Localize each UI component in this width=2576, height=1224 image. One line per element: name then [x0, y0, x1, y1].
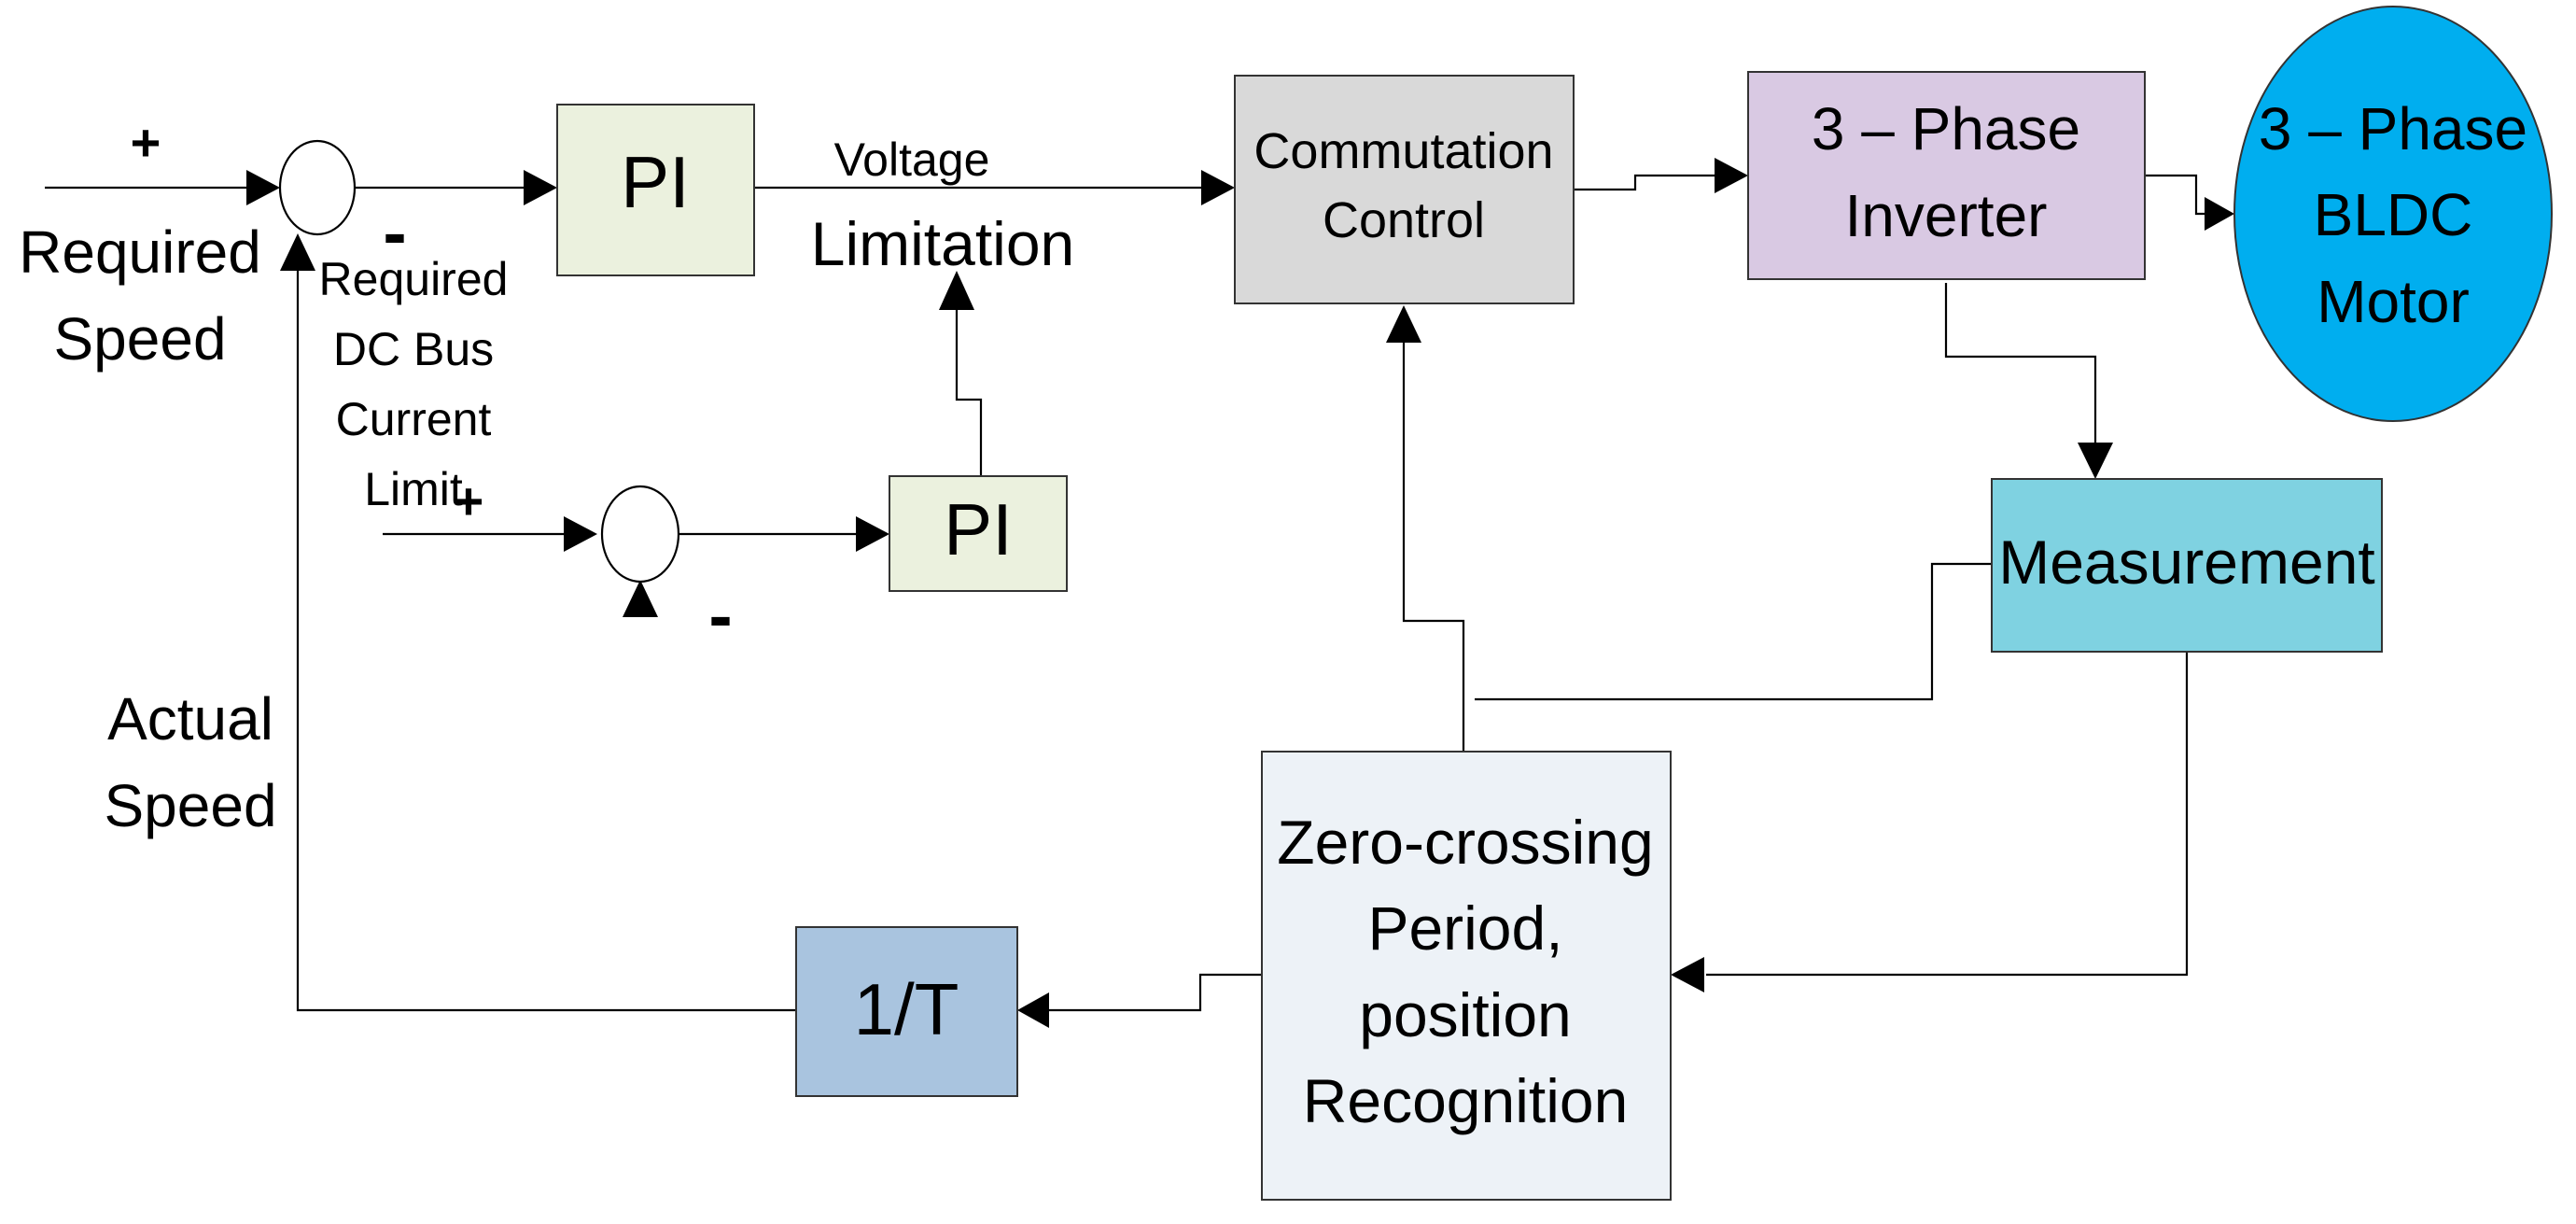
arrowhead-to-voltage-limitation [939, 271, 974, 310]
commutation-label-line2: Control [1323, 192, 1485, 248]
current-minus-sign: - [708, 576, 732, 655]
signal-wires [45, 174, 2210, 1012]
voltage-limitation-label: Voltage Limitation [811, 134, 1074, 278]
zero-crossing-label-line4: Recognition [1303, 1066, 1629, 1135]
actual-speed-label: Actual Speed [104, 685, 276, 839]
arrowhead-to-pi-speed [524, 170, 557, 205]
arrowhead-to-sum2 [564, 516, 597, 552]
wire-inverter-to-motor [2145, 174, 2210, 216]
limitation-line: Limitation [811, 209, 1074, 278]
wire-pi-current-to-limitation [955, 308, 983, 476]
pi-current-label: PI [944, 488, 1013, 570]
zero-crossing-label-line1: Zero-crossing [1277, 808, 1653, 877]
arrowhead-to-pi-current [856, 516, 889, 552]
inv-t-block: 1/T [795, 926, 1018, 1097]
pi-speed-block: PI [556, 104, 755, 276]
motor-label-line3: Motor [2317, 268, 2470, 335]
commutation-box [1234, 75, 1575, 304]
wire-measurement-to-sum2 [1475, 562, 1992, 701]
commutation-control-block: Commutation Control [1234, 75, 1575, 304]
commutation-label-line1: Commutation [1253, 123, 1553, 179]
pi-speed-box [556, 104, 755, 276]
wire-inverter-to-measurement [1944, 283, 2097, 454]
wire-commutation-to-inverter [1574, 174, 1718, 191]
arrowhead-to-commutation-bottom [1386, 305, 1421, 343]
dc-bus-line4: Limit [364, 463, 463, 515]
inverter-block: 3 – Phase Inverter [1747, 71, 2146, 280]
pi-speed-label: PI [621, 141, 690, 223]
current-summing-junction [600, 485, 680, 584]
motor-label-line1: 3 – Phase [2259, 95, 2527, 162]
wire-measurement-to-zero-crossing [1706, 652, 2189, 977]
arrowhead-required-speed [246, 170, 280, 205]
voltage-line: Voltage [834, 134, 990, 186]
required-speed-label: Required Speed [19, 218, 261, 373]
zero-crossing-label-line2: Period, [1367, 893, 1562, 963]
speed-plus-sign: + [131, 113, 161, 172]
wire-zero-crossing-to-commutation [1402, 341, 1465, 752]
measurement-box [1991, 478, 2383, 653]
dc-bus-line1: Required [319, 253, 509, 305]
arrowheads [246, 158, 2234, 1028]
arrowhead-to-motor [2205, 197, 2234, 231]
inverter-label-line2: Inverter [1845, 182, 2048, 249]
pi-current-box [889, 475, 1068, 592]
measurement-label: Measurement [1998, 528, 2375, 597]
wire-zero-crossing-to-inv-t [1045, 973, 1262, 1012]
zero-crossing-block: Zero-crossing Period, position Recogniti… [1261, 751, 1672, 1201]
zero-crossing-label-line3: position [1359, 980, 1572, 1049]
current-plus-sign: + [454, 471, 484, 530]
speed-minus-sign: - [383, 193, 406, 273]
bldc-motor-block: 3 – Phase BLDC Motor [2233, 6, 2553, 422]
arrowhead-sum2-feedback [623, 580, 658, 617]
actual-speed-line2: Speed [104, 772, 276, 839]
dc-bus-line3: Current [336, 393, 492, 445]
measurement-block: Measurement [1991, 478, 2383, 653]
arrowhead-sum1-feedback [280, 233, 315, 271]
inv-t-box [795, 926, 1018, 1097]
arrowhead-to-inv-t [1017, 992, 1049, 1028]
dc-bus-current-limit-label: Required DC Bus Current Limit [319, 253, 509, 515]
inverter-box [1747, 71, 2146, 280]
required-speed-line1: Required [19, 218, 261, 286]
dc-bus-line2: DC Bus [333, 323, 494, 375]
motor-ellipse [2233, 6, 2553, 422]
inverter-label-line1: 3 – Phase [1812, 95, 2080, 162]
arrowhead-to-zero-crossing [1671, 957, 1704, 992]
arrowhead-to-commutation [1201, 170, 1235, 205]
arrowhead-to-inverter [1715, 158, 1748, 193]
pi-current-block: PI [889, 475, 1068, 592]
motor-label-line2: BLDC [2314, 181, 2473, 248]
speed-summing-junction [278, 139, 357, 236]
wire-actual-speed-feedback [296, 269, 796, 1012]
arrowhead-to-measurement [2078, 443, 2113, 479]
actual-speed-line1: Actual [107, 685, 273, 753]
inv-t-label: 1/T [854, 968, 959, 1050]
zero-crossing-box [1261, 751, 1672, 1201]
required-speed-line2: Speed [53, 305, 226, 373]
